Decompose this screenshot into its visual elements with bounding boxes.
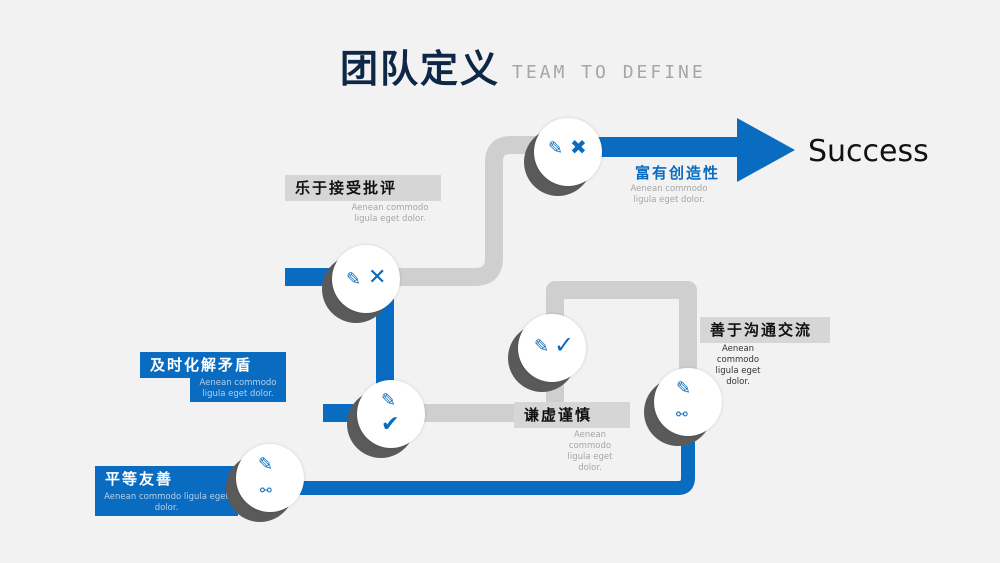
step-label-creativity: 富有创造性 (635, 164, 721, 182)
node-resolve: ✎ ✔ (347, 380, 425, 458)
pencil-icon: ✎ (346, 269, 362, 290)
step-label-equality: 平等友善 (95, 466, 238, 492)
link-icon: ⚯ (676, 407, 688, 423)
step-desc-equality: Aenean commodo ligula eget dolor. (104, 492, 229, 513)
pencil-icon: ✎ (676, 378, 692, 399)
check-icon: ✓ (554, 331, 575, 359)
step-desc-creativity: Aenean commodo ligula eget dolor. (630, 184, 708, 205)
pencil-icon: ✎ (258, 454, 274, 475)
check-icon: ✔ (381, 412, 400, 437)
node-criticism: ✎ ✕ (322, 245, 400, 323)
step-label-criticism: 乐于接受批评 (285, 175, 441, 201)
blue-bottom-path (268, 400, 695, 495)
step-desc-communication: Aenean commodo ligula eget dolor. (715, 344, 761, 387)
step-label-modesty: 谦虚谨慎 (514, 402, 630, 428)
node-creativity: ✎ ✖ (524, 118, 602, 196)
pencil-icon: ✎ (381, 390, 397, 411)
page-subtitle: TEAM TO DEFINE (512, 62, 706, 83)
step-desc-box-equality (95, 490, 238, 516)
page-title: 团队定义 (340, 47, 501, 91)
cross-icon: ✕ (368, 265, 387, 290)
pencil-icon: ✎ (534, 336, 550, 357)
gray-upper-path (380, 136, 560, 286)
step-desc-box-resolve (190, 376, 286, 402)
success-label: Success (808, 134, 929, 169)
step-desc-criticism: Aenean commodo ligula eget dolor. (351, 203, 429, 224)
arrow-head (737, 118, 795, 182)
cross-icon: ✖ (570, 135, 587, 159)
step-label-resolve: 及时化解矛盾 (140, 352, 286, 378)
step-label-communication: 善于沟通交流 (700, 317, 830, 343)
step-desc-resolve: Aenean commodo ligula eget dolor. (199, 378, 277, 399)
node-equality: ✎ ⚯ (226, 444, 304, 522)
link-icon: ⚯ (260, 483, 272, 499)
node-communication: ✎ ⚯ (644, 368, 722, 446)
pencil-icon: ✎ (548, 138, 564, 159)
step-desc-modesty: Aenean commodo ligula eget dolor. (567, 430, 613, 473)
node-modesty: ✎ ✓ (508, 314, 586, 392)
gray-loop-path (418, 281, 697, 422)
